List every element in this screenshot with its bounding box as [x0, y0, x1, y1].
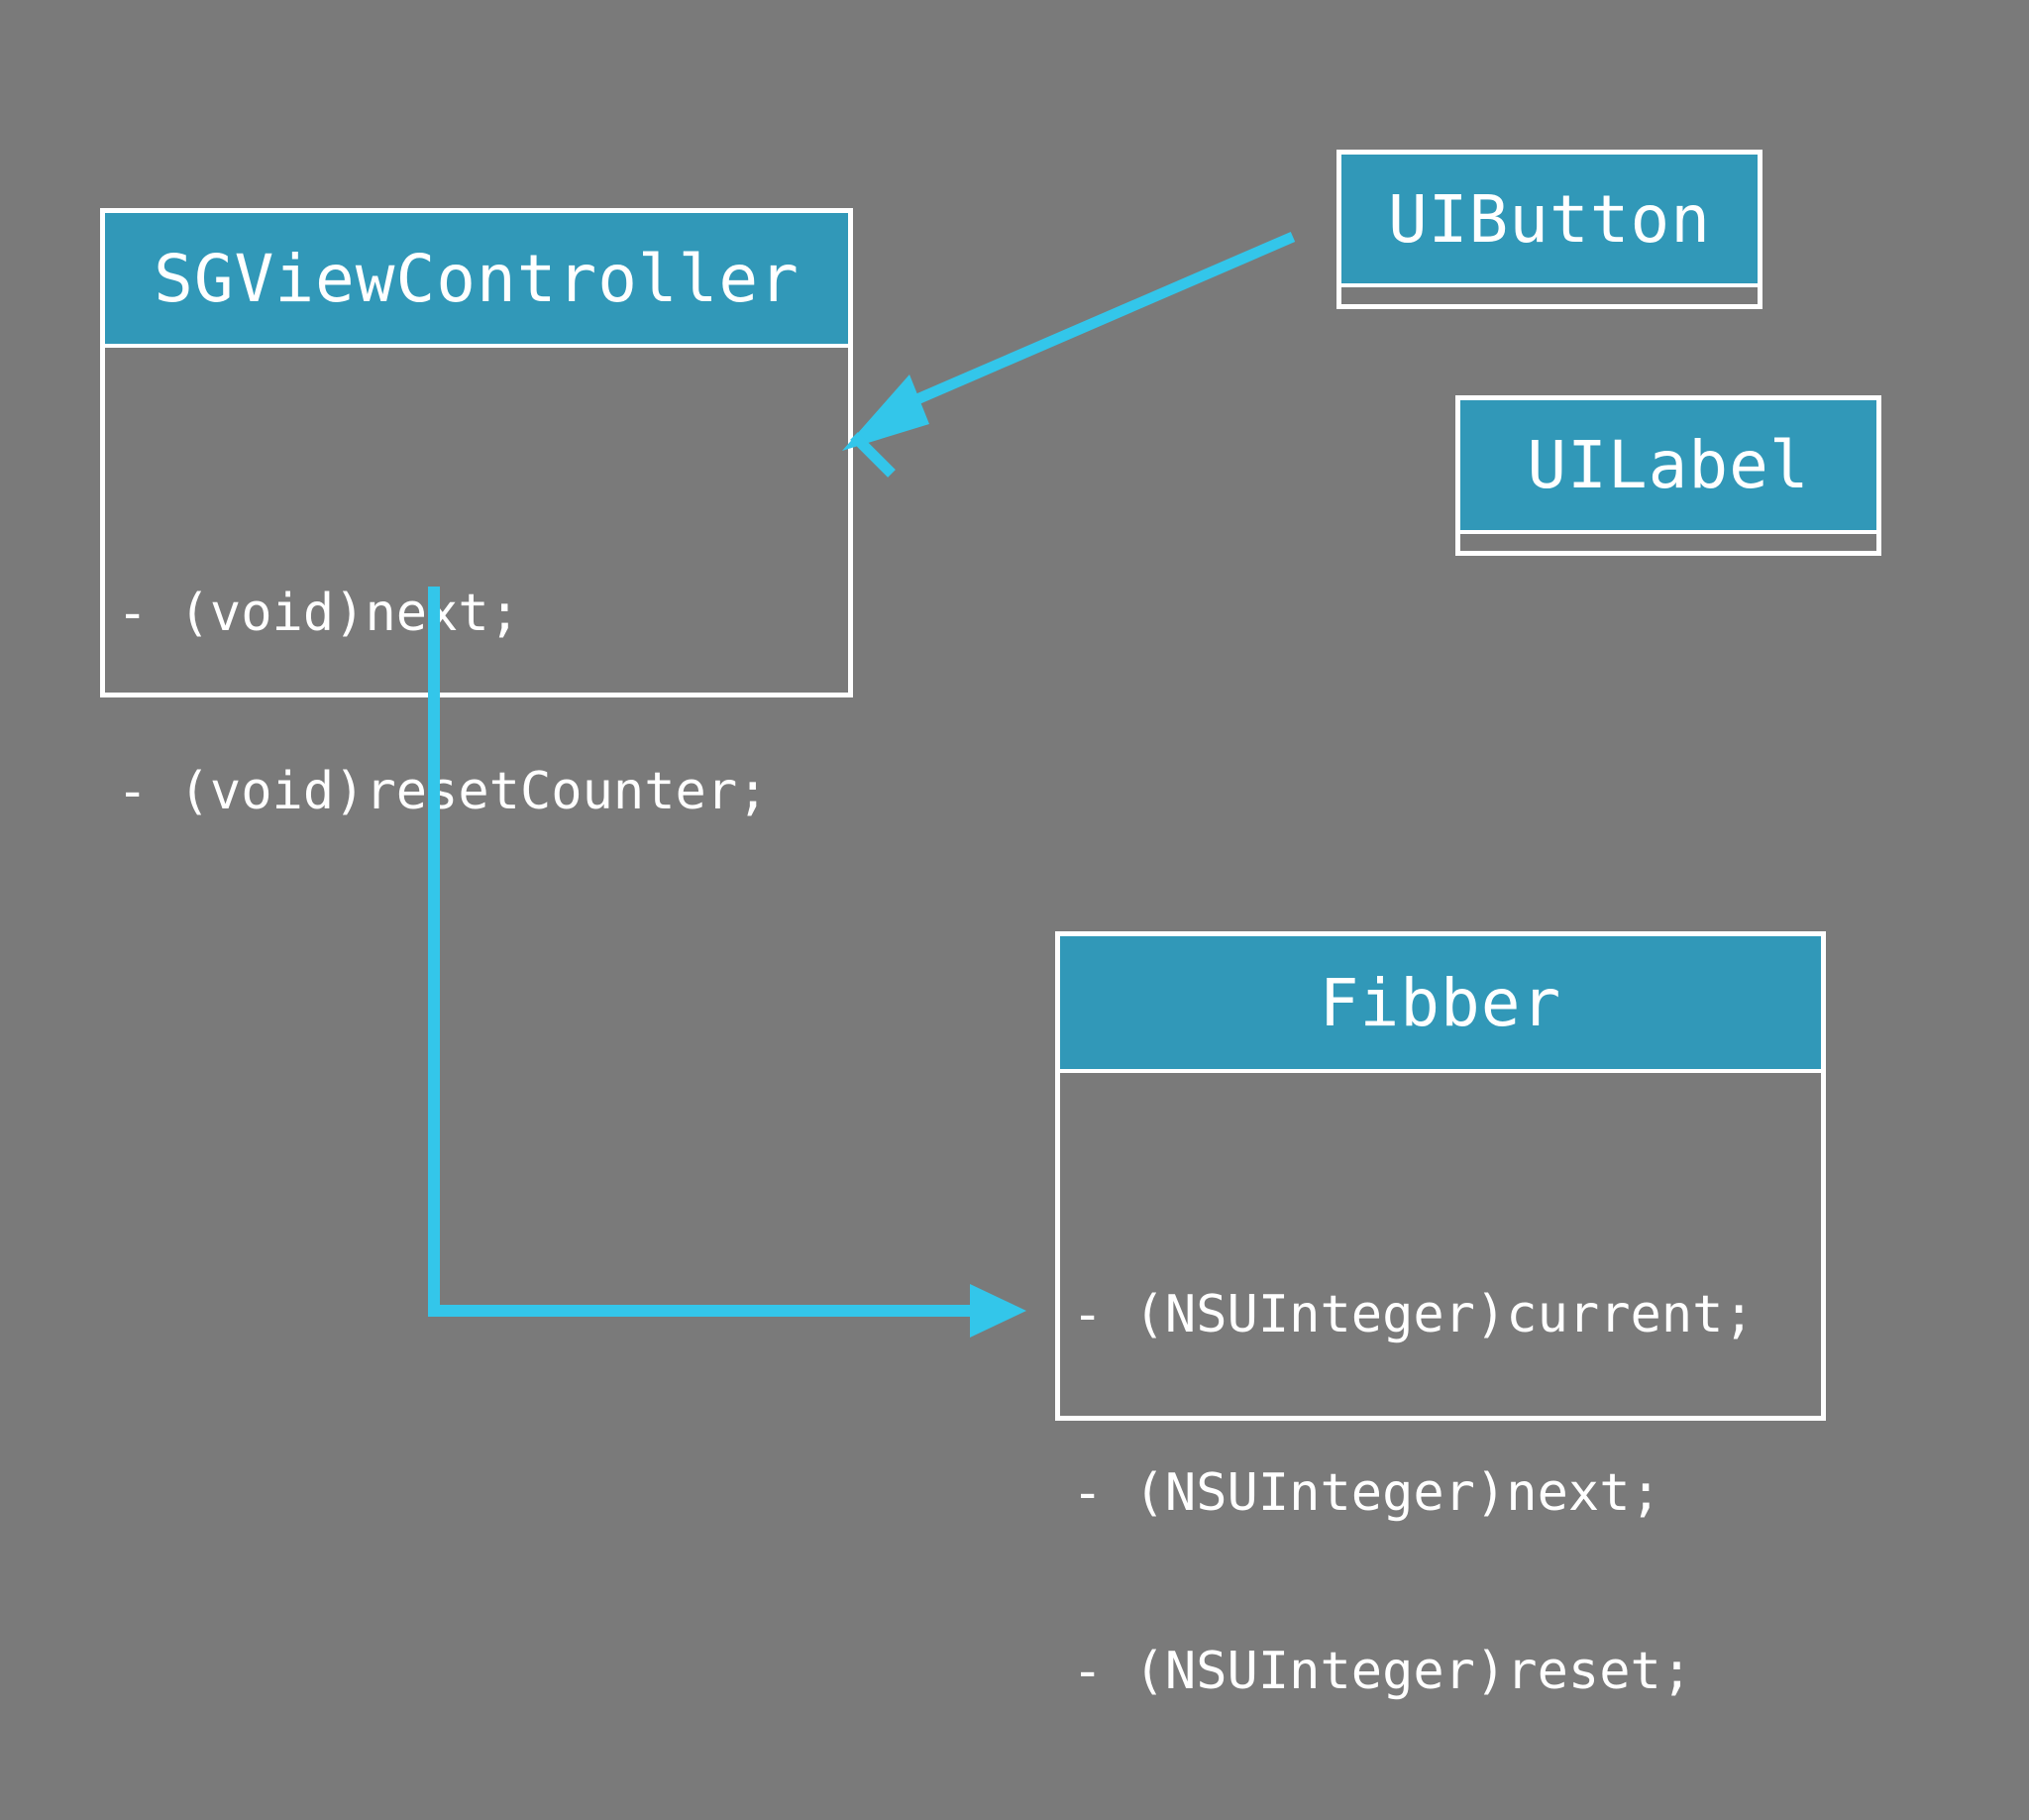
class-box-uibutton: UIButton: [1336, 150, 1762, 309]
class-methods-sgviewcontroller: - (void)next; - (void)resetCounter;: [105, 348, 848, 940]
connector-arrows: [428, 231, 1296, 1338]
class-name-fibber: Fibber: [1060, 936, 1821, 1073]
class-box-sgviewcontroller: SGViewController - (void)next; - (void)r…: [100, 208, 853, 821]
class-box-uilabel: UILabel: [1455, 395, 1881, 556]
method-next: - (void)next;: [117, 584, 520, 643]
class-name-sgviewcontroller: SGViewController: [105, 213, 848, 348]
arrow-sgviewcontroller-to-fibber: [428, 587, 1026, 1338]
method-current: - (NSUInteger)current;: [1072, 1285, 1755, 1344]
method-reset: - (NSUInteger)reset;: [1072, 1642, 1693, 1701]
class-name-uilabel: UILabel: [1460, 400, 1876, 534]
method-next-fibber: - (NSUInteger)next;: [1072, 1463, 1661, 1523]
arrow-uibutton-to-sgviewcontroller: [842, 231, 1296, 478]
class-name-uibutton: UIButton: [1341, 155, 1758, 287]
method-reset-counter: - (void)resetCounter;: [117, 762, 769, 821]
